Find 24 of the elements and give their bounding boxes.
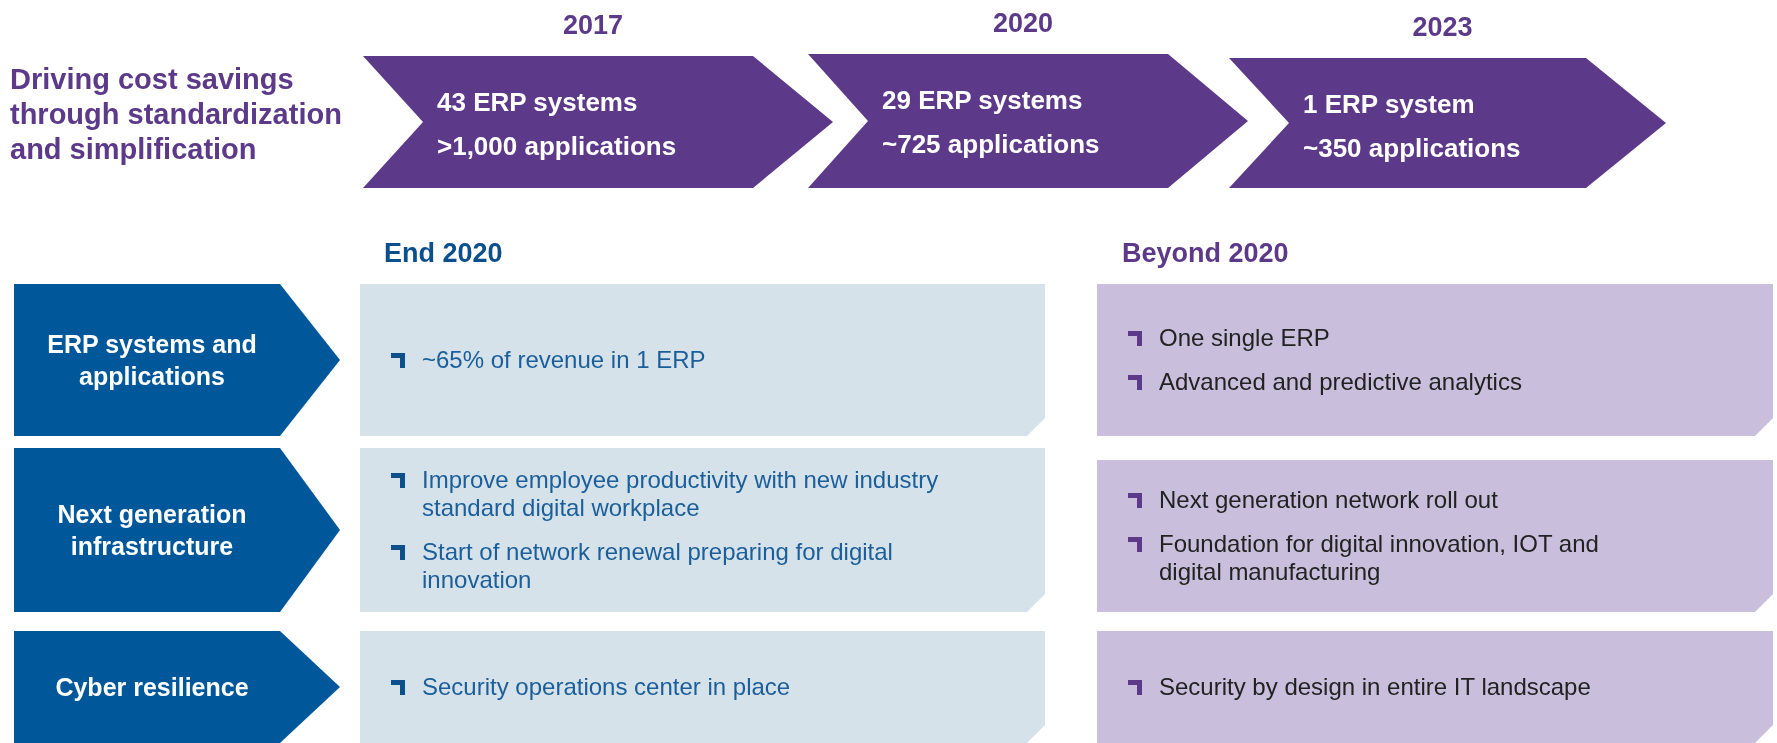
chevron-text: 43 ERP systems xyxy=(437,86,639,119)
bullet-text: Next generation network roll out xyxy=(1159,486,1498,514)
bullet-text: Improve employee productivity with new industry standard digital workplace xyxy=(422,466,940,522)
bullet-text: ~65% of revenue in 1 ERP xyxy=(422,346,706,374)
year-heading: 2023 xyxy=(1412,12,1473,43)
column-heading: End 2020 xyxy=(384,238,503,269)
year-heading: 2017 xyxy=(563,10,624,41)
row-title: Cyber resilience xyxy=(54,672,250,703)
bullet-text: Security operations center in place xyxy=(422,673,791,701)
bullet-text: Security by design in entire IT landscape xyxy=(1159,673,1591,701)
row-title: Next generation infrastructure xyxy=(56,499,248,562)
chevron-text: >1,000 applications xyxy=(437,130,677,163)
year-heading: 2020 xyxy=(993,8,1054,39)
chevron-text: 1 ERP system xyxy=(1303,88,1476,121)
bullet-text: One single ERP xyxy=(1159,324,1330,352)
title: Driving cost savings through standardization and simplification xyxy=(10,62,343,167)
column-heading: Beyond 2020 xyxy=(1122,238,1289,269)
chevron-text: ~350 applications xyxy=(1303,132,1521,165)
row-title: ERP systems and applications xyxy=(46,329,258,392)
bullet-text: Foundation for digital innovation, IOT and digital manufacturing xyxy=(1159,530,1600,586)
bullet-text: Advanced and predictive analytics xyxy=(1159,368,1522,396)
chevron-text: ~725 applications xyxy=(882,128,1100,161)
chevron-text: 29 ERP systems xyxy=(882,84,1084,117)
bullet-text: Start of network renewal preparing for digital innovation xyxy=(422,538,894,594)
